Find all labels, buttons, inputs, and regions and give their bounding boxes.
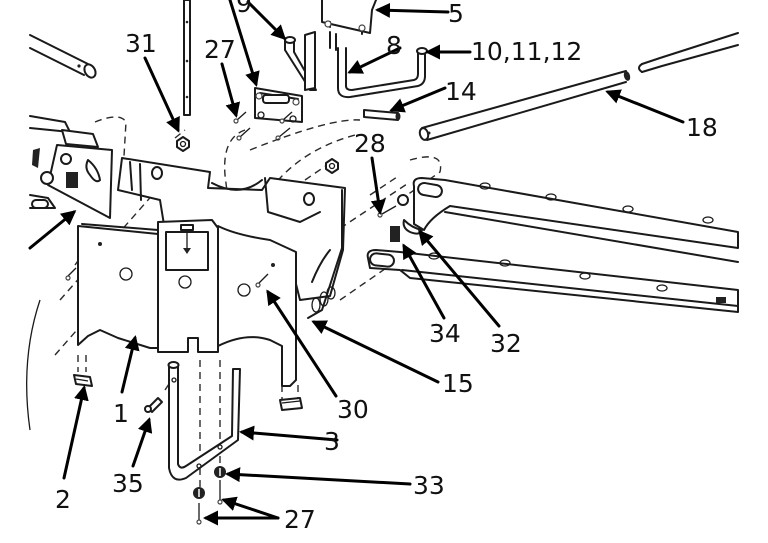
foot-cap xyxy=(73,374,303,411)
upper-mount-bracket xyxy=(321,0,377,35)
callout-14: 14 xyxy=(445,77,477,106)
u-handle xyxy=(167,361,241,481)
y-tube-support xyxy=(284,31,317,91)
callout-27-upper: 27 xyxy=(204,35,236,64)
short-pin xyxy=(363,109,401,121)
panel-screws xyxy=(65,267,269,288)
arm-hardware xyxy=(377,194,423,242)
callout-30: 30 xyxy=(337,395,369,424)
callout-2: 2 xyxy=(55,485,71,514)
bracket-screws xyxy=(233,111,293,141)
handle-pin xyxy=(144,397,163,413)
callout-28: 28 xyxy=(354,129,386,158)
callout-3: 3 xyxy=(324,427,340,456)
hex-nut xyxy=(176,136,339,174)
left-arm-assembly xyxy=(29,115,113,219)
partial-circle-outline xyxy=(26,299,41,431)
washer xyxy=(193,466,226,499)
right-arm-lower xyxy=(366,249,739,313)
left-rod xyxy=(29,34,97,79)
callout-18: 18 xyxy=(686,113,718,142)
callout-10-11-12: 10,11,12 xyxy=(471,37,582,66)
callout-9: 9 xyxy=(236,0,252,18)
callout-33: 33 xyxy=(413,471,445,500)
callout-31: 31 xyxy=(125,29,157,58)
callout-34: 34 xyxy=(429,319,461,348)
front-panel xyxy=(77,219,297,387)
mid-bracket xyxy=(254,87,303,123)
callout-27-lower: 27 xyxy=(284,505,316,534)
callout-15: 15 xyxy=(442,369,474,398)
u-tube-support xyxy=(329,31,428,99)
callout-labels: 5 9 8 10,11,12 14 18 31 27 28 34 32 30 1… xyxy=(55,0,718,534)
callout-1: 1 xyxy=(113,399,129,428)
callout-8: 8 xyxy=(386,31,402,60)
right-arm-upper xyxy=(412,177,739,263)
long-rod xyxy=(418,32,739,141)
callout-35: 35 xyxy=(112,469,144,498)
callout-5: 5 xyxy=(448,0,464,28)
callout-32: 32 xyxy=(490,329,522,358)
handle-screws xyxy=(196,480,223,525)
vertical-strip xyxy=(183,0,191,116)
leader-arrows xyxy=(28,0,685,526)
